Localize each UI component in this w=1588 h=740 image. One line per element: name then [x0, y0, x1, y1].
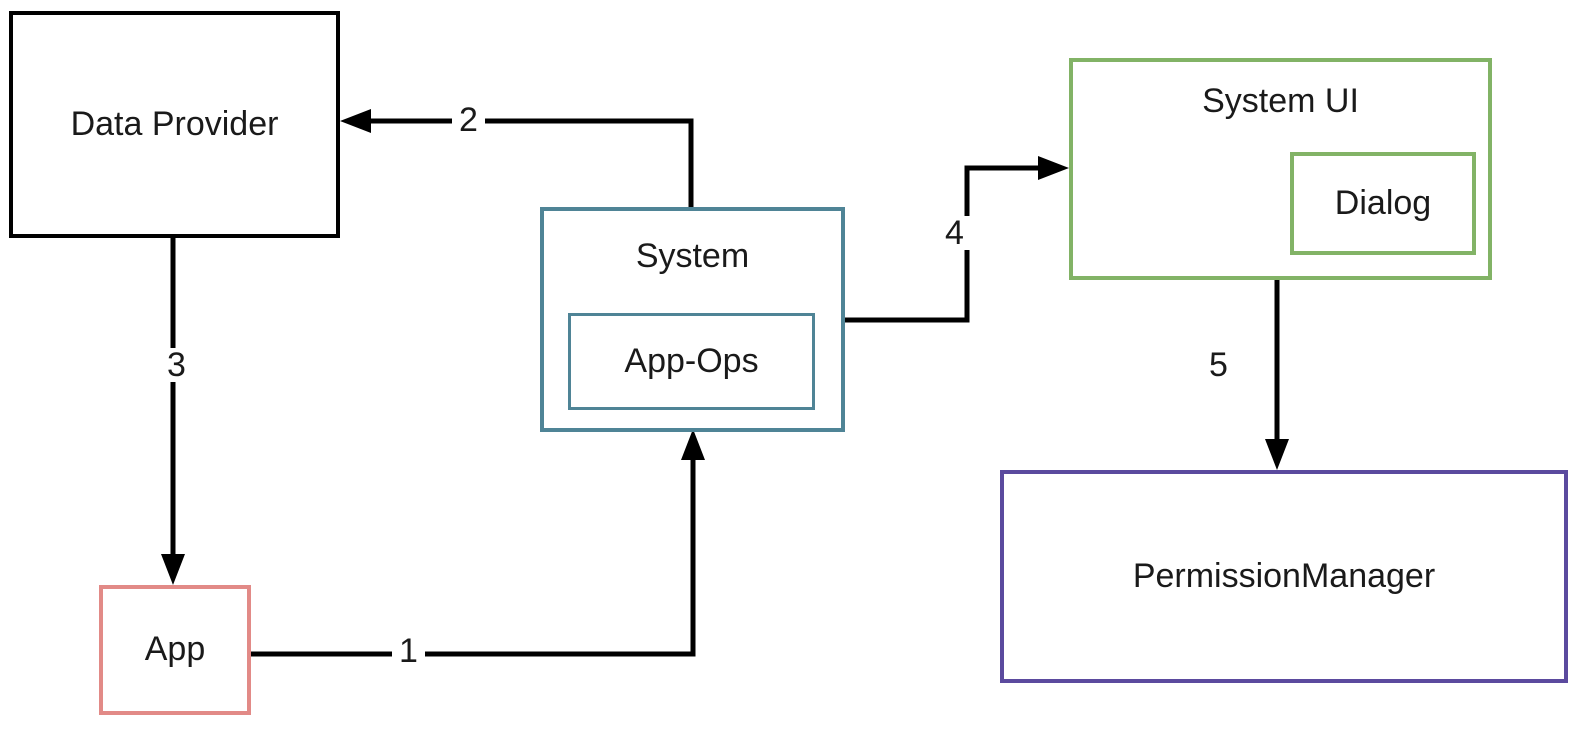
node-app-ops[interactable]: App-Ops — [568, 313, 815, 410]
edge-label-3: 3 — [160, 348, 193, 382]
edge-4-arrowhead-right — [1038, 156, 1069, 180]
node-dialog[interactable]: Dialog — [1290, 152, 1476, 255]
edge-label-1: 1 — [392, 634, 425, 668]
node-app-ops-label: App-Ops — [624, 341, 759, 380]
edge-1-arrowhead-up — [681, 429, 705, 460]
edge-label-2: 2 — [452, 103, 485, 137]
node-system-label: System — [635, 237, 750, 275]
edge-2-arrowhead-left — [340, 109, 371, 133]
node-app[interactable]: App — [99, 585, 251, 715]
node-data-provider-label: Data Provider — [70, 104, 279, 143]
edge-2-connector — [340, 109, 694, 207]
node-app-label: App — [144, 630, 206, 669]
edge-3-connector — [161, 238, 185, 585]
node-dialog-label: Dialog — [1334, 183, 1432, 222]
edge-label-5: 5 — [1202, 348, 1235, 382]
node-system-ui-label: System UI — [1202, 82, 1359, 120]
edge-label-4: 4 — [938, 216, 971, 250]
edge-2-path — [363, 118, 694, 207]
edge-3-arrowhead-down — [161, 554, 185, 585]
edge-5-connector — [1265, 280, 1289, 470]
node-permission-manager-label: PermissionManager — [1132, 556, 1436, 595]
edge-1-path — [251, 452, 696, 657]
edge-1-connector — [251, 429, 705, 657]
node-data-provider[interactable]: Data Provider — [9, 11, 340, 238]
node-permission-manager[interactable]: PermissionManager — [1000, 470, 1568, 683]
edge-5-arrowhead-down — [1265, 439, 1289, 470]
